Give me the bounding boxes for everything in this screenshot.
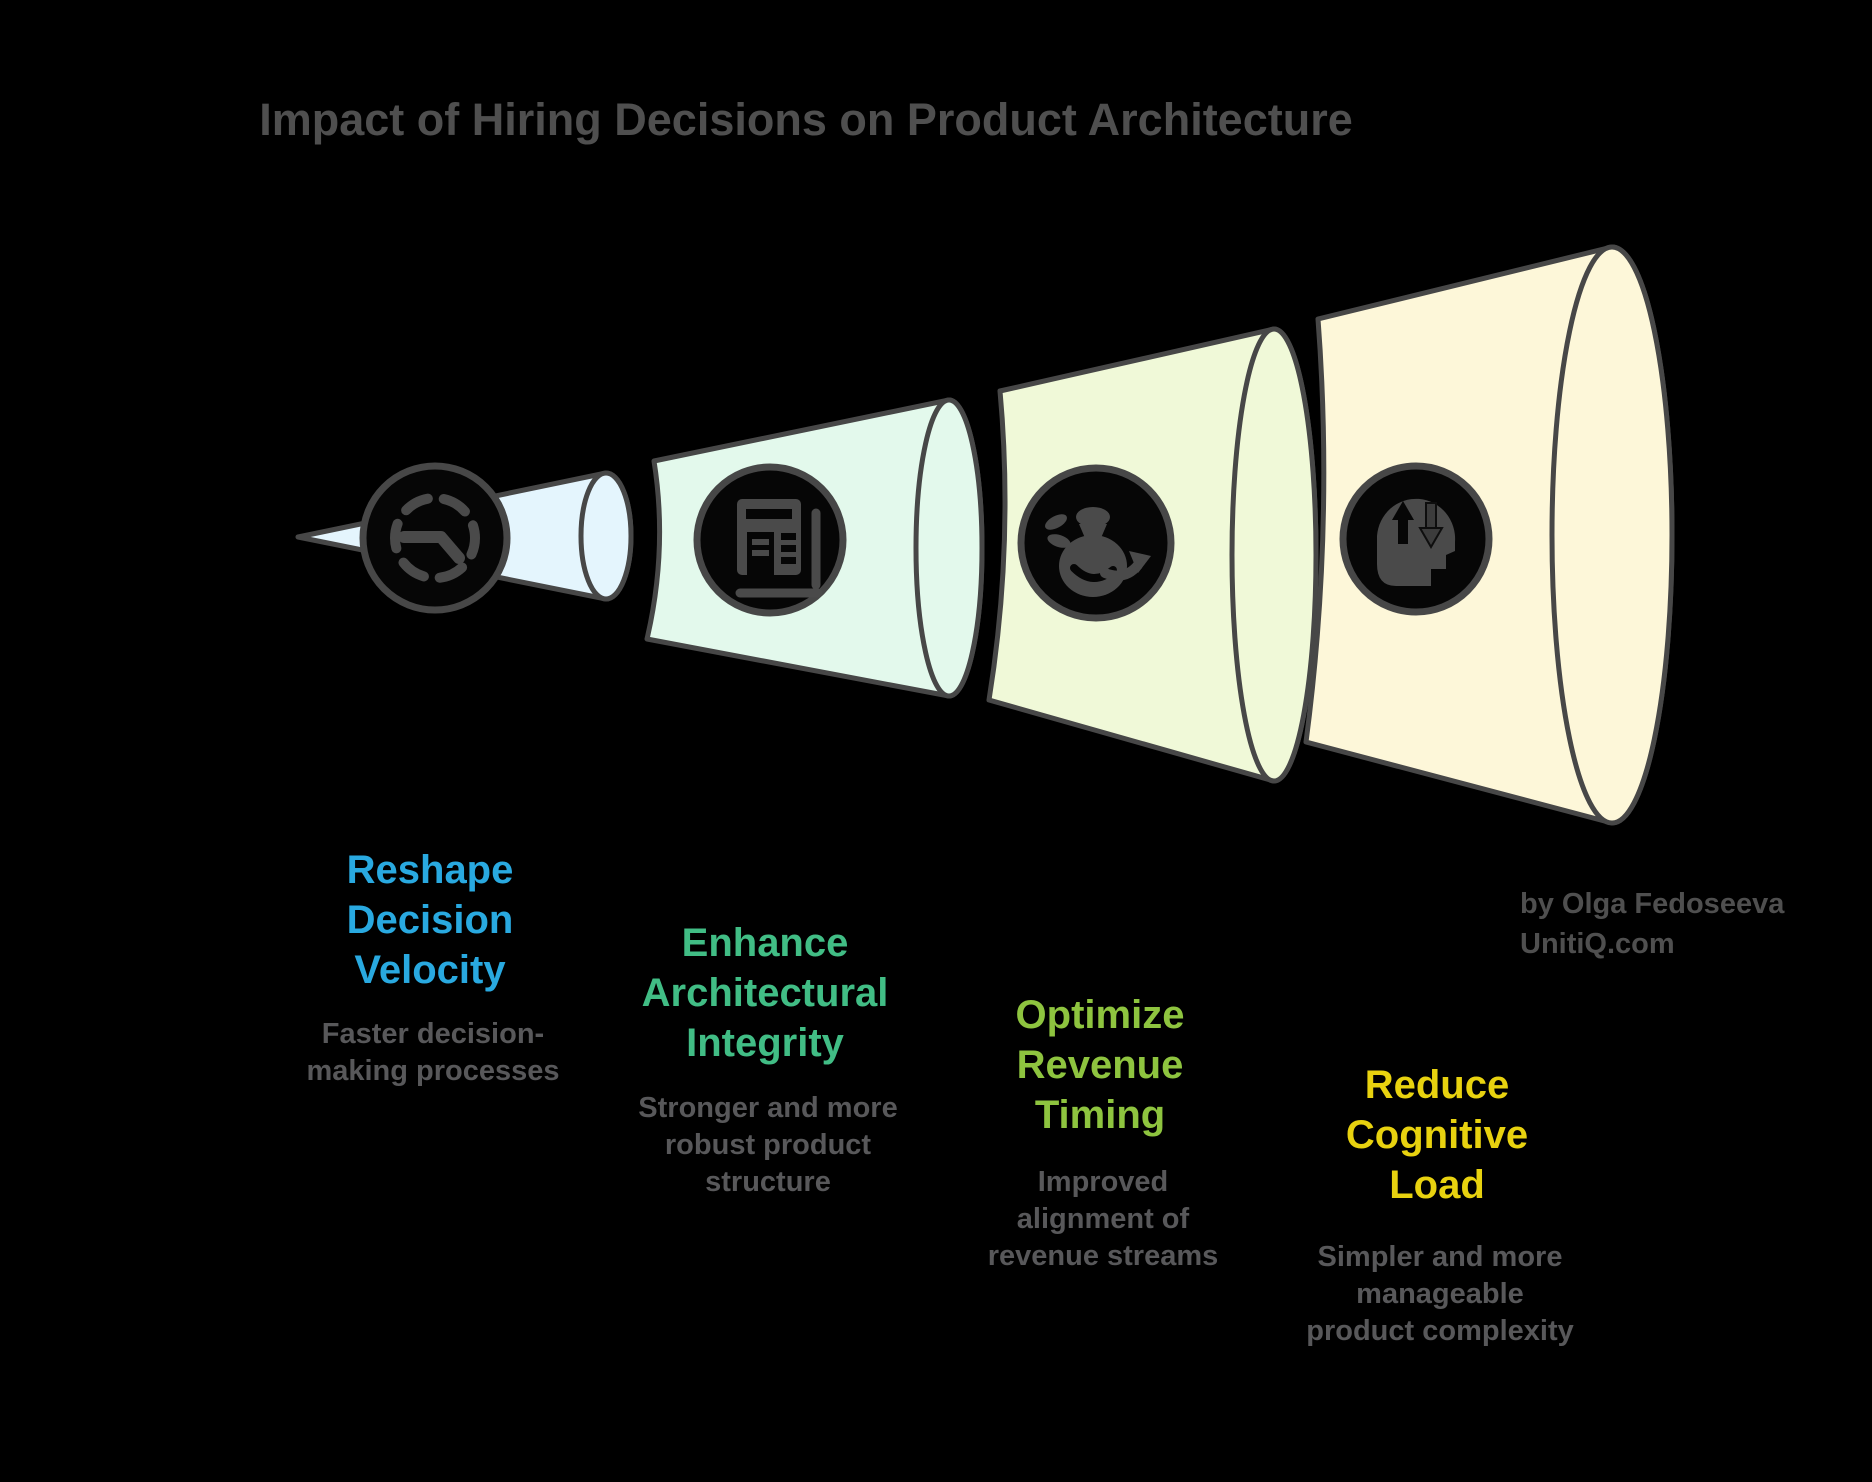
money-bag-icon [1017, 464, 1175, 622]
gauge-icon [359, 462, 511, 614]
up-arrow [1392, 501, 1414, 544]
bag-neck [1079, 524, 1107, 538]
revenue-arrowhead [1129, 551, 1151, 573]
head-arrows-icon [1339, 462, 1493, 616]
page-title: Impact of Hiring Decisions on Product Ar… [259, 94, 1353, 145]
gauge-needle [398, 531, 465, 564]
funnel-segment-3-cap [1229, 326, 1319, 784]
author-credit: by Olga Fedoseeva UnitiQ.com [1520, 884, 1784, 964]
stage-3-subtitle: Improved alignment of revenue streams [987, 1166, 1219, 1272]
funnel-segment-1-cap [578, 470, 634, 602]
bag-knot [1076, 507, 1110, 527]
newspaper-icon [693, 463, 847, 617]
stage-2-heading: Enhance Architectural Integrity [641, 921, 889, 1065]
stage-4-subtitle: Simpler and more manageable product comp… [1306, 1241, 1574, 1347]
stage-1-subtitle: Faster decision- making processes [306, 1018, 560, 1087]
bag-leaf [1047, 534, 1071, 548]
funnel-segment-4-cap [1549, 244, 1675, 826]
gauge-dial [390, 493, 480, 583]
newspaper-fold [735, 508, 823, 598]
stage-1-heading: Reshape Decision Velocity [346, 848, 514, 992]
funnel-segment-2-cap [913, 397, 985, 699]
text-line [781, 545, 796, 552]
author-credit-line1: by Olga Fedoseeva [1520, 888, 1785, 920]
stage-4-heading: Reduce Cognitive Load [1345, 1063, 1529, 1207]
text-line [781, 533, 796, 540]
text-line [781, 557, 796, 564]
stage-2-subtitle: Stronger and more robust product structu… [638, 1092, 898, 1198]
bag-body [1059, 535, 1127, 597]
building-window [752, 539, 769, 545]
stage-3-heading: Optimize Revenue Timing [1015, 993, 1185, 1137]
building-window [752, 550, 769, 556]
author-credit-line2: UnitiQ.com [1520, 928, 1675, 960]
down-arrow [1418, 502, 1444, 549]
newspaper-headline [746, 509, 792, 519]
bag-leaf [1045, 514, 1067, 530]
